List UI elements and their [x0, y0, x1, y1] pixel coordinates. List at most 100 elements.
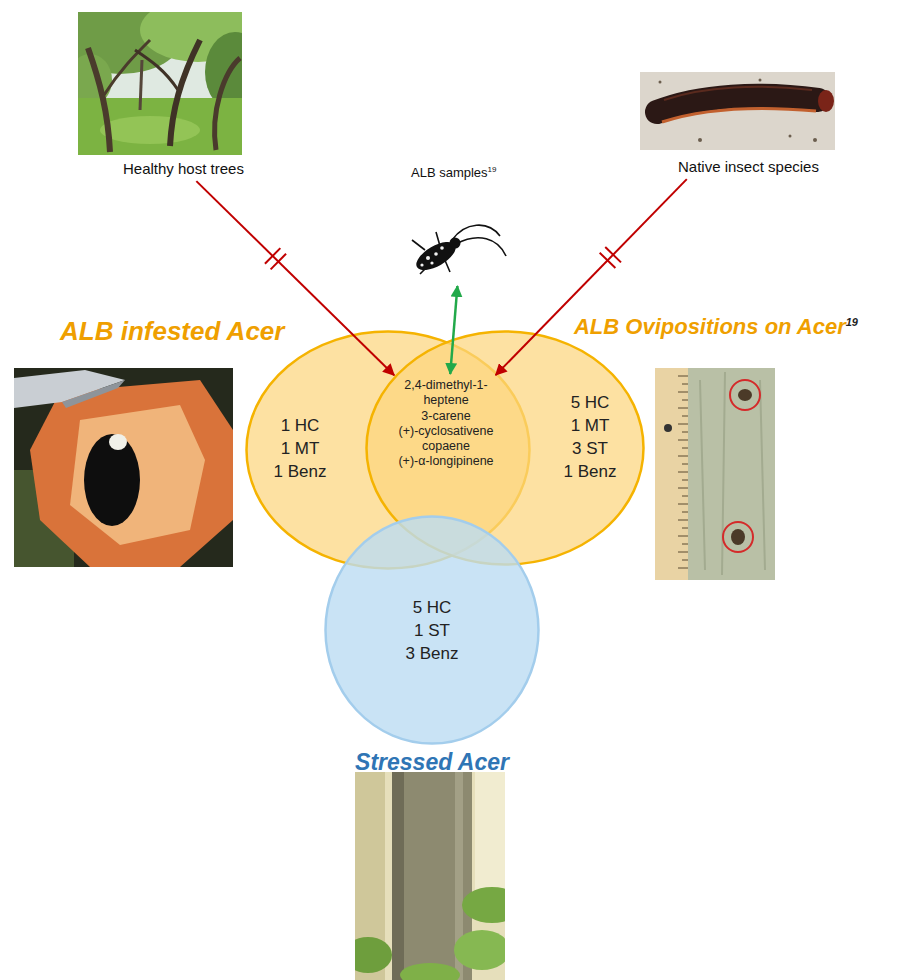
trunk-shade: [392, 772, 404, 980]
venn-circle: 5 HC1 ST3 BenzStressed Acer: [324, 515, 540, 745]
count-text: 5 HC: [553, 392, 627, 415]
count-text: 1 HC: [265, 415, 335, 438]
tree-trunk: [170, 40, 200, 146]
venn-circle: ALB infested Acer1 HC1 MT1 Benz: [245, 330, 531, 570]
compound-name: 2,4-dimethyl-1-heptene: [386, 378, 506, 409]
label-node: Healthy host trees: [119, 158, 248, 179]
tree-trunk: [140, 60, 142, 110]
title-block: ALB infested Acer: [60, 316, 284, 347]
tree-trunk: [88, 48, 110, 152]
beetle-body: [412, 236, 460, 275]
caterpillar-body: [657, 96, 818, 112]
tree-branch: [135, 50, 178, 90]
block-mark: [600, 253, 616, 268]
caterpillar-head: [818, 90, 834, 112]
foliage: [140, 12, 242, 62]
title-block: Stressed Acer: [324, 749, 540, 776]
caterpillar-stripe: [664, 87, 812, 100]
count-text: 1 MT: [553, 415, 627, 438]
count-text: 5 HC: [392, 597, 472, 620]
speckle: [698, 138, 702, 142]
speckle: [759, 79, 762, 82]
knife-edge: [62, 380, 125, 408]
tree-photo: [78, 12, 242, 155]
connector: [196, 181, 394, 375]
circle-title: Stressed Acer: [324, 749, 540, 776]
beetle-spot: [420, 263, 423, 266]
count-text: 1 Benz: [553, 461, 627, 484]
photo-ground: [640, 72, 835, 150]
beetle-head: [450, 238, 461, 249]
leaf: [462, 887, 505, 923]
count-text: 3 ST: [553, 438, 627, 461]
bark-texture: [700, 372, 765, 575]
count-text: 1 ST: [392, 620, 472, 643]
highlight-circle: [730, 380, 760, 410]
count-list: 1 HC1 MT1 Benz: [265, 415, 335, 484]
oviposition-photo: [655, 368, 775, 580]
reference-number: 19: [846, 316, 858, 328]
label-block: Native insect species: [678, 158, 819, 175]
beetle-antenna: [452, 225, 500, 240]
compound-name: copaene: [386, 439, 506, 454]
bark: [14, 470, 74, 567]
leaf: [400, 963, 460, 980]
label-text: ALB samples: [411, 165, 488, 180]
count-text: 3 Benz: [392, 643, 472, 666]
beetle-spot: [109, 434, 127, 450]
highlight-circle: [723, 522, 753, 552]
connector: [450, 286, 457, 374]
beetle-legs: [412, 232, 450, 274]
photo-grass: [78, 98, 242, 155]
ruler-ticks: [678, 376, 688, 568]
circle-title: ALB Ovipositions on Acer: [574, 314, 846, 339]
foliage: [78, 12, 182, 74]
greenhouse-bg: [355, 772, 385, 980]
label-block: ALB samples19: [411, 165, 497, 180]
count-text: 1 MT: [265, 438, 335, 461]
beetle-antenna: [456, 238, 506, 256]
reference-number: 19: [488, 165, 497, 174]
beetle-spot: [440, 246, 444, 250]
foliage: [205, 32, 242, 112]
compound-name: 3-carene: [386, 409, 506, 424]
photo-sky: [78, 12, 242, 155]
count-list: 5 HC1 ST3 Benz: [392, 597, 472, 666]
tree-branch: [104, 40, 150, 95]
infested-bark-photo: [14, 368, 233, 567]
label-block: Healthy host trees: [123, 160, 244, 177]
title-block: ALB Ovipositions on Acer19: [574, 314, 858, 340]
intersection-list: 2,4-dimethyl-1-heptene3-carene(+)-cyclos…: [386, 378, 506, 474]
circle-shape: [367, 332, 644, 565]
count-text: 1 Benz: [265, 461, 335, 484]
tree-trunk: [215, 58, 240, 150]
circle-title: ALB infested Acer: [60, 316, 284, 347]
connector: [496, 179, 687, 375]
compound-list: 2,4-dimethyl-1-heptene3-carene(+)-cyclos…: [386, 378, 506, 470]
venn-circle: ALB Ovipositions on Acer195 HC1 MT3 ST1 …: [365, 330, 645, 566]
beetle-spot: [430, 261, 433, 264]
block-mark: [271, 254, 286, 270]
count-list: 5 HC1 MT3 ST1 Benz: [553, 392, 627, 484]
bark: [655, 368, 775, 580]
greenhouse-bg: [355, 772, 505, 980]
circle-shape: [247, 332, 530, 569]
oviposition-pit: [731, 529, 745, 545]
label-node: Native insect species: [674, 156, 823, 177]
leaf: [454, 930, 505, 970]
label-text: Native insect species: [678, 158, 819, 175]
ruler-dot: [664, 424, 672, 432]
beetle-drawing: [412, 225, 506, 276]
sample-node: ALB samples19: [405, 165, 520, 282]
speckle: [813, 138, 817, 142]
label-text: Healthy host trees: [123, 160, 244, 177]
photo-grass: [100, 116, 200, 144]
greenhouse-bg: [475, 772, 505, 892]
ruler: [655, 368, 688, 580]
circle-shape: [326, 517, 539, 744]
caterpillar-stripe: [662, 109, 816, 122]
caterpillar-photo: [640, 72, 835, 150]
stressed-tree-photo: [355, 772, 505, 980]
